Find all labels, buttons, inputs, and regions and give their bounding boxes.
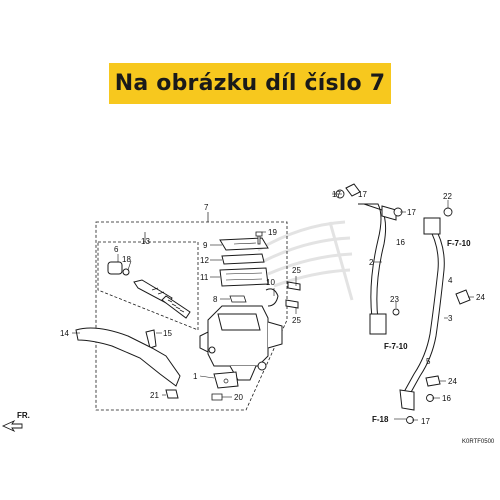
callout-6: 6	[114, 245, 119, 254]
callout-14: 14	[60, 329, 69, 338]
ref-f-18: F-18	[372, 415, 389, 424]
callout-24-lower: 24	[448, 377, 457, 386]
banner-text: Na obrázku díl číslo 7	[114, 71, 386, 96]
reservoir-cap	[219, 237, 269, 251]
piston-kit	[107, 261, 191, 319]
front-label: FR.	[17, 411, 30, 420]
callout-18: 18	[122, 255, 131, 264]
brake-hose-lower	[399, 217, 471, 411]
part-number-banner: Na obrázku díl číslo 7	[109, 63, 391, 104]
ref-f-7-10-right: F-7-10	[447, 239, 471, 248]
callout-4: 4	[448, 276, 453, 285]
callout-20: 20	[234, 393, 243, 402]
holder-bolts	[285, 281, 301, 309]
front-arrow-icon: FR.	[1, 411, 30, 433]
callout-17-top: 17	[358, 190, 367, 199]
switch-screw	[211, 393, 223, 401]
diaphragm	[219, 267, 269, 287]
callout-15: 15	[163, 329, 172, 338]
float-part	[229, 295, 247, 303]
kit-13-outline	[97, 241, 199, 331]
callout-5: 5	[426, 357, 431, 366]
brake-switch	[213, 371, 239, 389]
callout-22: 22	[443, 192, 452, 201]
cap-screw	[255, 231, 263, 245]
callout-3: 3	[448, 314, 453, 323]
callout-25-lower: 25	[292, 316, 301, 325]
reservoir-boot	[265, 288, 279, 307]
brake-hose-upper	[345, 183, 397, 335]
callout-23: 23	[390, 295, 399, 304]
callout-12: 12	[200, 256, 209, 265]
callout-16-lower: 16	[442, 394, 451, 403]
callout-24-upper: 24	[476, 293, 485, 302]
callout-10: 10	[266, 278, 275, 287]
callout-17-bottom: 17	[421, 417, 430, 426]
callout-21: 21	[150, 391, 159, 400]
callout-1: 1	[193, 372, 198, 381]
callout-numbers: 7 9 12 11 8 19 10 13 6 18 14 15 21 1 20 …	[60, 190, 485, 426]
callout-16-upper: 16	[396, 238, 405, 247]
diaphragm-plate	[221, 253, 265, 265]
master-cylinder-body	[199, 305, 283, 381]
callout-8: 8	[213, 295, 218, 304]
callout-17-right: 17	[407, 208, 416, 217]
callout-7: 7	[204, 203, 209, 212]
pivot-nut	[165, 389, 179, 399]
callout-25-upper: 25	[292, 266, 301, 275]
hose-bolts	[335, 189, 453, 424]
diagram-code: K0RTF0500	[462, 439, 495, 445]
callout-19: 19	[268, 228, 277, 237]
leader-lines	[72, 193, 474, 421]
brake-lever	[75, 327, 181, 387]
pivot-bolt	[145, 329, 157, 349]
ref-f-7-10-center: F-7-10	[384, 342, 408, 351]
callout-17-left: 17	[332, 190, 341, 199]
callout-13: 13	[141, 237, 150, 246]
callout-2: 2	[369, 258, 374, 267]
callout-11: 11	[200, 273, 209, 282]
callout-9: 9	[203, 241, 208, 250]
